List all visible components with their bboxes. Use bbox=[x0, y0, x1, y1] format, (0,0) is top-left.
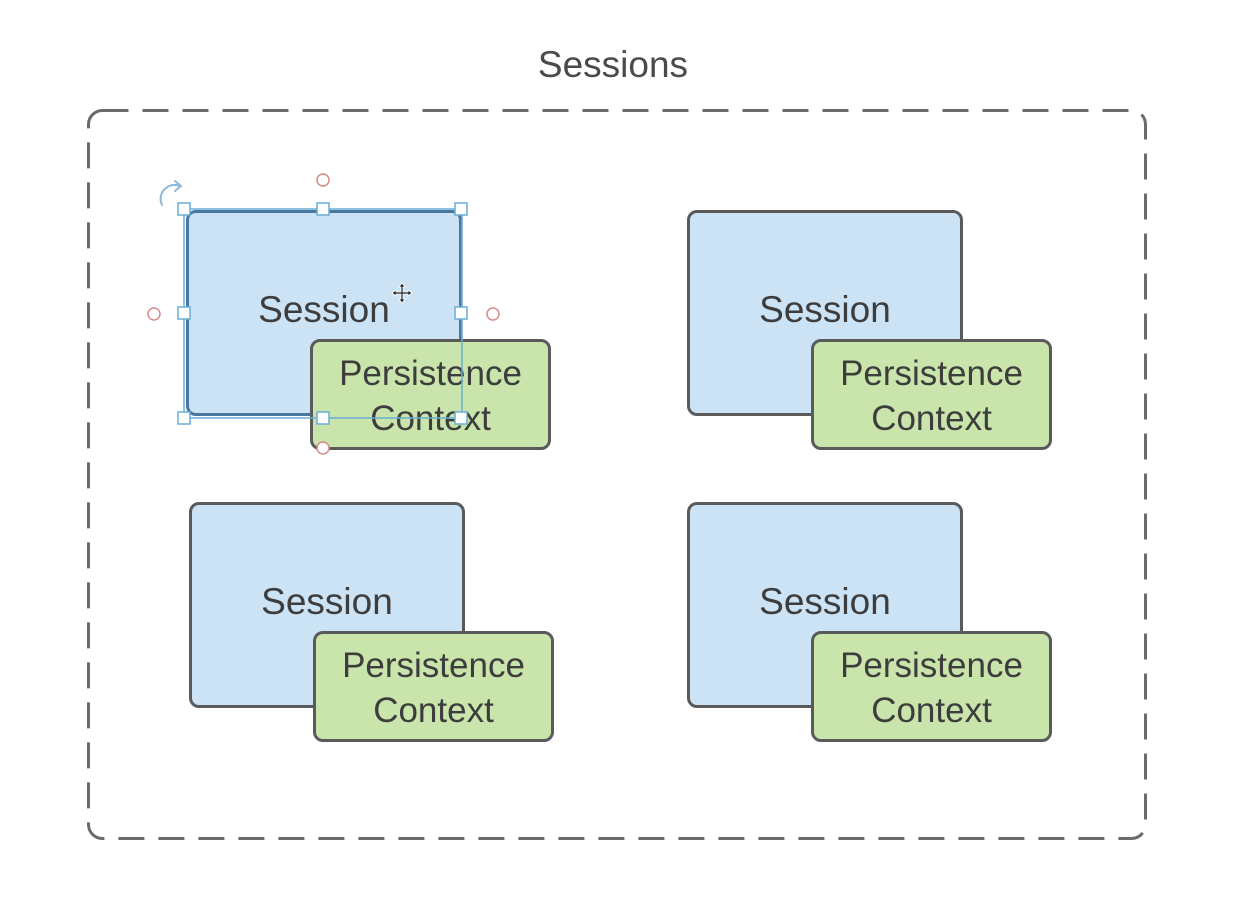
persistence-context-shape-3[interactable]: Persistence Context bbox=[313, 631, 554, 742]
persistence-context-label-line1: Persistence bbox=[339, 354, 522, 393]
persistence-context-label-line1: Persistence bbox=[840, 354, 1023, 393]
persistence-context-label-line2: Context bbox=[370, 399, 491, 438]
persistence-context-label-line2: Context bbox=[373, 691, 494, 730]
persistence-context-shape-2[interactable]: Persistence Context bbox=[811, 339, 1052, 450]
rotate-handle-icon[interactable] bbox=[159, 180, 183, 206]
session-label: Session bbox=[759, 581, 891, 622]
resize-handle-bottom-left[interactable] bbox=[177, 411, 191, 425]
session-label: Session bbox=[759, 289, 891, 330]
move-cursor-icon bbox=[391, 282, 413, 304]
persistence-context-label-line1: Persistence bbox=[840, 646, 1023, 685]
persistence-context-label-line2: Context bbox=[871, 691, 992, 730]
connection-point-left[interactable] bbox=[147, 307, 161, 321]
persistence-context-shape-4[interactable]: Persistence Context bbox=[811, 631, 1052, 742]
connection-point-top[interactable] bbox=[316, 173, 330, 187]
diagram-title: Sessions bbox=[537, 44, 689, 85]
persistence-context-label-line1: Persistence bbox=[342, 646, 525, 685]
connection-point-right[interactable] bbox=[486, 307, 500, 321]
persistence-context-shape-1[interactable]: Persistence Context bbox=[310, 339, 551, 450]
persistence-context-label-line2: Context bbox=[871, 399, 992, 438]
session-label: Session bbox=[258, 289, 390, 330]
session-label: Session bbox=[261, 581, 393, 622]
